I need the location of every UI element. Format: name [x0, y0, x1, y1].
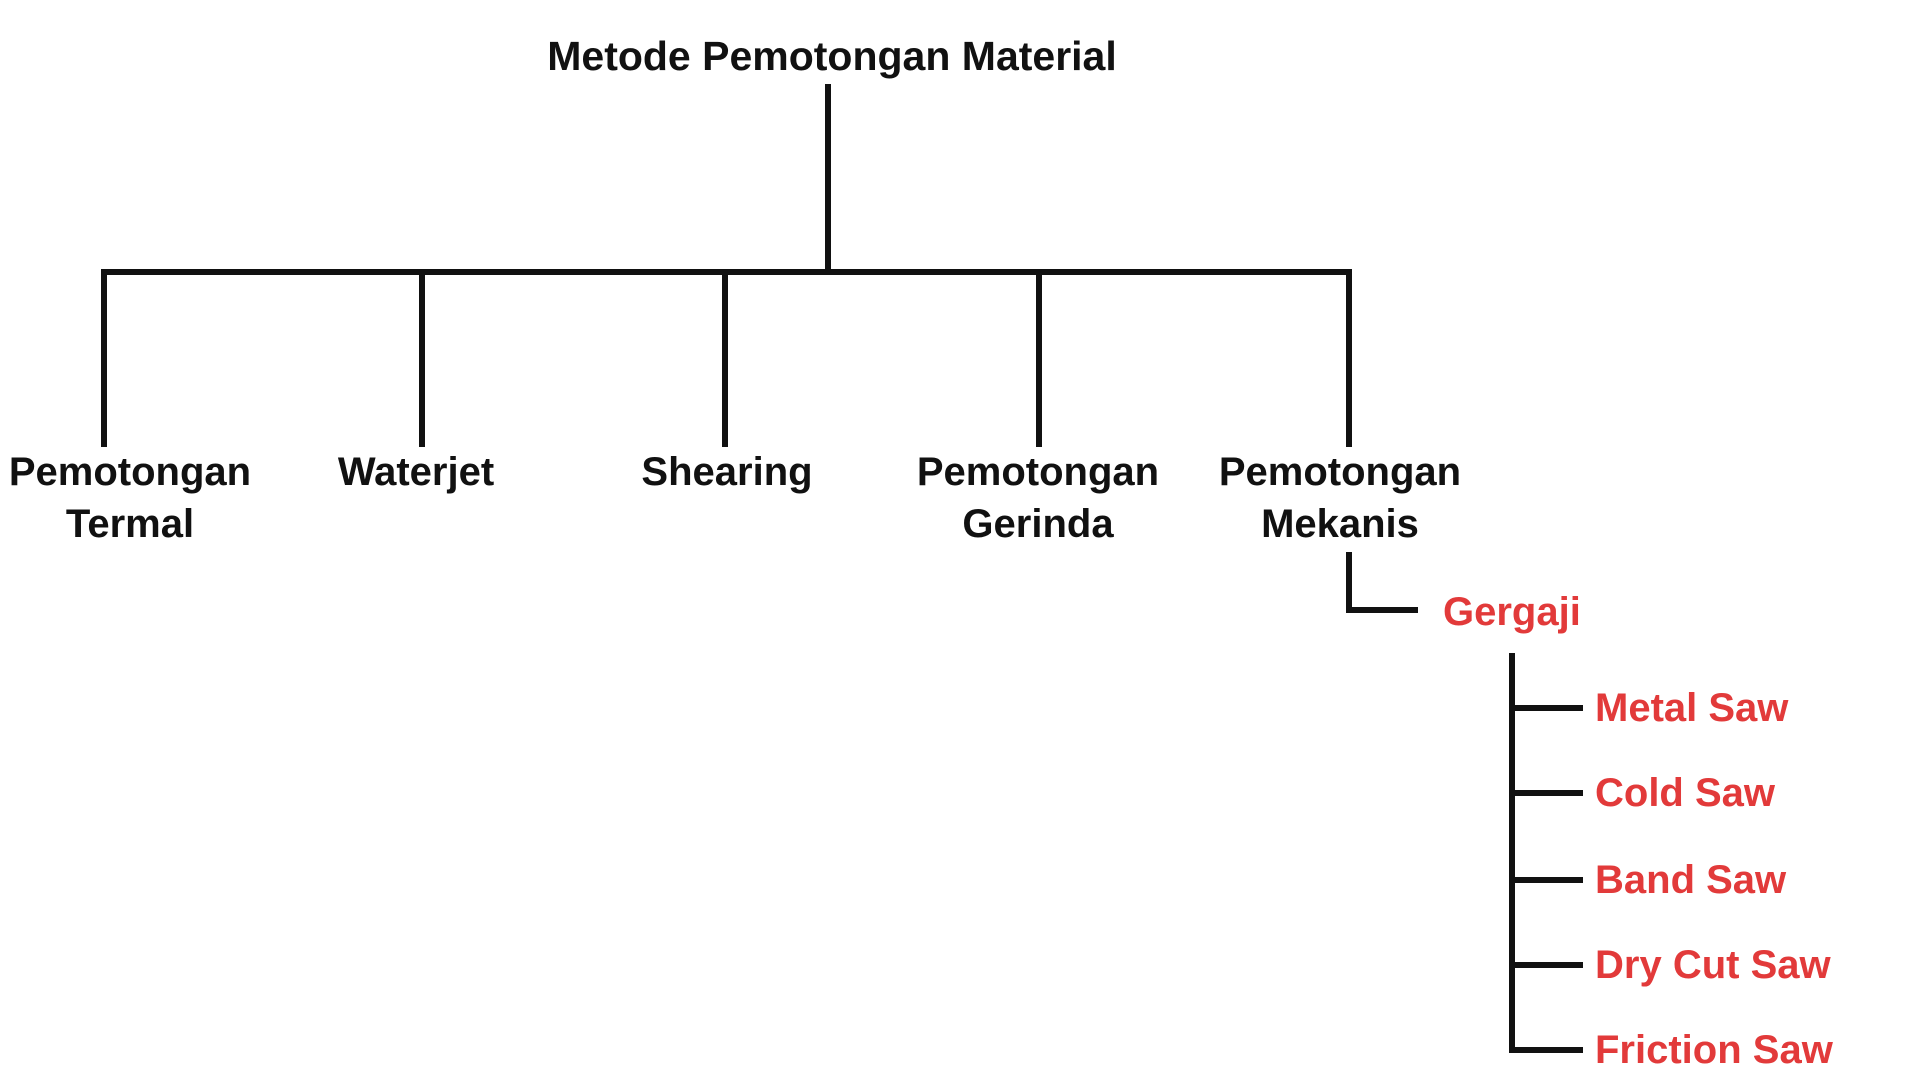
connector-drop-shearing	[722, 269, 728, 447]
connector-tick-cold-saw	[1509, 790, 1583, 796]
connector-drop-termal	[101, 269, 107, 447]
node-gergaji: Gergaji	[1443, 590, 1581, 634]
connector-drop-gerinda	[1036, 269, 1042, 447]
node-pemotongan-mekanis: Pemotongan Mekanis	[1218, 450, 1462, 546]
connector-tick-metal-saw	[1509, 705, 1583, 711]
connector-mekanis-elbow-vertical	[1346, 552, 1352, 613]
connector-root-vertical	[825, 84, 831, 274]
connector-drop-waterjet	[419, 269, 425, 447]
node-cold-saw: Cold Saw	[1595, 771, 1776, 815]
connector-gergaji-rail	[1509, 653, 1515, 1053]
node-waterjet: Waterjet	[337, 450, 495, 494]
connector-drop-mekanis	[1346, 269, 1352, 447]
connector-mekanis-elbow-horizontal	[1346, 607, 1418, 613]
node-shearing: Shearing	[641, 450, 813, 494]
node-metal-saw: Metal Saw	[1595, 686, 1789, 730]
root-node-label: Metode Pemotongan Material	[547, 33, 1117, 79]
node-dry-cut-saw: Dry Cut Saw	[1595, 943, 1831, 987]
node-friction-saw: Friction Saw	[1595, 1028, 1833, 1072]
connector-tick-dry-cut-saw	[1509, 962, 1583, 968]
node-band-saw: Band Saw	[1595, 858, 1787, 902]
connector-tick-band-saw	[1509, 877, 1583, 883]
node-pemotongan-gerinda: Pemotongan Gerinda	[916, 450, 1160, 546]
node-pemotongan-termal: Pemotongan Termal	[8, 450, 252, 546]
connector-tick-friction-saw	[1509, 1047, 1583, 1053]
